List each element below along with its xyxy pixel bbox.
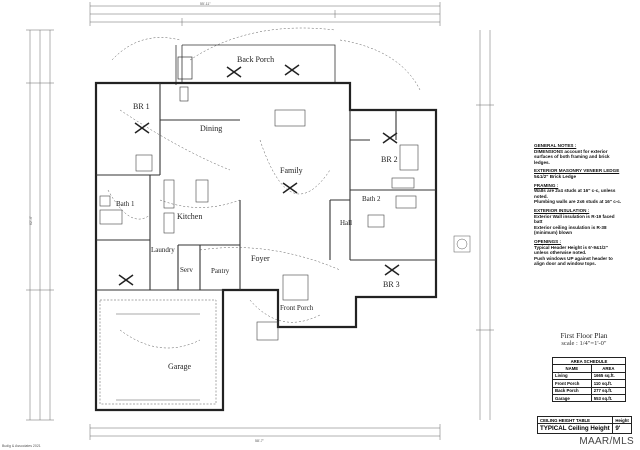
- plan-title: First Floor Plan: [560, 331, 608, 340]
- notes-line: 5&1/2" Brick Ledge: [534, 173, 577, 179]
- room-label-garage: Garage: [168, 362, 192, 371]
- area-row-value: 277 sq.ft.: [590, 386, 627, 395]
- fixtures: [99, 109, 419, 341]
- room-label-br3: BR 3: [383, 280, 400, 289]
- ceiling-row-value: 9': [612, 423, 632, 434]
- room-label-back-porch: Back Porch: [237, 55, 274, 64]
- fan-icon: [282, 182, 298, 194]
- room-label-bath2: Bath 2: [362, 195, 381, 203]
- room-label-foyer: Foyer: [251, 254, 270, 263]
- area-schedule-title: AREA SCHEDULE: [552, 356, 626, 366]
- notes-framing-title: FRAMING :: [534, 182, 559, 188]
- dim-left-total: 62'-4": [29, 215, 33, 225]
- area-row-name: Living: [552, 371, 592, 381]
- fan-icon: [118, 274, 134, 286]
- fan-icon: [134, 122, 150, 134]
- notes-line: DIMENSIONS account for exterior: [534, 148, 608, 154]
- back-porch-outline: [175, 44, 336, 102]
- notes-line: Plumbing walls are 2x6 studs at 16" c-c.: [534, 199, 622, 205]
- notes-openings-title: OPENINGS :: [534, 238, 562, 244]
- room-label-kitchen: Kitchen: [177, 212, 202, 221]
- notes-line: Exterior ceiling insulation is R-38: [534, 224, 607, 230]
- notes-line: ledges.: [534, 159, 550, 165]
- ceiling-col-height: Height: [612, 415, 632, 425]
- plan-scale: scale : 1/4"=1'-0": [561, 340, 607, 347]
- room-label-br1: BR 1: [133, 102, 150, 111]
- notes-line: Exterior Wall insulation is R-19 faced: [534, 213, 615, 219]
- notes-line: Walls are 2x4 studs at 16" c-c, unless: [534, 188, 616, 194]
- notes-line: surfaces of both framing and brick: [534, 154, 610, 160]
- hvac-unit: [453, 235, 471, 253]
- room-label-br2: BR 2: [381, 155, 398, 164]
- notes-line: Push windows UP against header to: [534, 255, 613, 261]
- garage-details: [99, 299, 217, 405]
- table-row: Garage 553 sq.ft.: [552, 393, 627, 403]
- notes-masonry-title: EXTERIOR MASONRY VENEER LEDGE: [534, 168, 620, 174]
- area-col-area: AREA: [590, 364, 627, 373]
- electrical-circuits: [107, 27, 421, 349]
- table-row: Front Porch 110 sq.ft.: [552, 379, 627, 388]
- table-row: Back Porch 277 sq.ft.: [552, 386, 627, 395]
- interior-walls: [96, 83, 436, 291]
- dim-top-total: 55'-11": [200, 2, 211, 6]
- area-row-name: Back Porch: [552, 386, 592, 395]
- room-label-front-porch: Front Porch: [280, 304, 314, 312]
- room-label-pantry: Pantry: [211, 267, 230, 275]
- notes-line: noted.: [534, 193, 548, 199]
- fan-icon: [382, 132, 398, 144]
- area-row-value: 553 sq.ft.: [590, 393, 627, 403]
- notes-line: Typical Header Height is 6'-9&1/2": [534, 244, 608, 250]
- notes-line: unless otherwise noted.: [534, 250, 587, 256]
- ceiling-fan-icons: [118, 64, 400, 286]
- dimension-lines: [26, 2, 494, 440]
- room-label-bath1: Bath 1: [116, 200, 135, 208]
- footer-credit: Budig & Associates 2021: [2, 444, 41, 448]
- area-col-name: NAME: [552, 364, 592, 373]
- ceiling-row-label: TYPICAL Ceiling Height: [536, 423, 614, 434]
- room-label-serv: Serv: [180, 266, 193, 274]
- general-notes: GENERAL NOTES : DIMENSIONS account for e…: [534, 143, 630, 267]
- dim-bottom-total: 58'-7": [255, 439, 265, 443]
- table-row: Living 1665 sq.ft.: [552, 371, 627, 381]
- notes-line: (minimum) blown: [534, 230, 573, 236]
- room-label-dining: Dining: [200, 124, 222, 133]
- notes-line: align door and window tops.: [534, 261, 597, 267]
- room-label-hall: Hall: [340, 219, 352, 227]
- notes-insulation-title: EXTERIOR INSULATION :: [534, 207, 590, 213]
- ceiling-table-title: CEILING HEIGHT TABLE: [536, 415, 614, 425]
- room-label-family: Family: [280, 166, 303, 175]
- area-row-name: Garage: [552, 393, 592, 403]
- notes-general-title: GENERAL NOTES :: [534, 143, 577, 148]
- ceiling-height-table: CEILING HEIGHT TABLE Height TYPICAL Ceil…: [536, 415, 632, 434]
- area-row-value: 1665 sq.ft.: [590, 371, 627, 381]
- room-label-laundry: Laundry: [151, 246, 175, 254]
- watermark: MAAR/MLS: [579, 436, 634, 447]
- area-schedule-table: AREA SCHEDULE NAME AREA Living 1665 sq.f…: [552, 356, 627, 403]
- area-row-name: Front Porch: [552, 379, 592, 388]
- fan-icon: [384, 264, 400, 276]
- fan-icon: [284, 64, 300, 76]
- fan-icon: [226, 66, 242, 78]
- notes-line: batt: [534, 219, 543, 225]
- area-row-value: 110 sq.ft.: [590, 379, 627, 388]
